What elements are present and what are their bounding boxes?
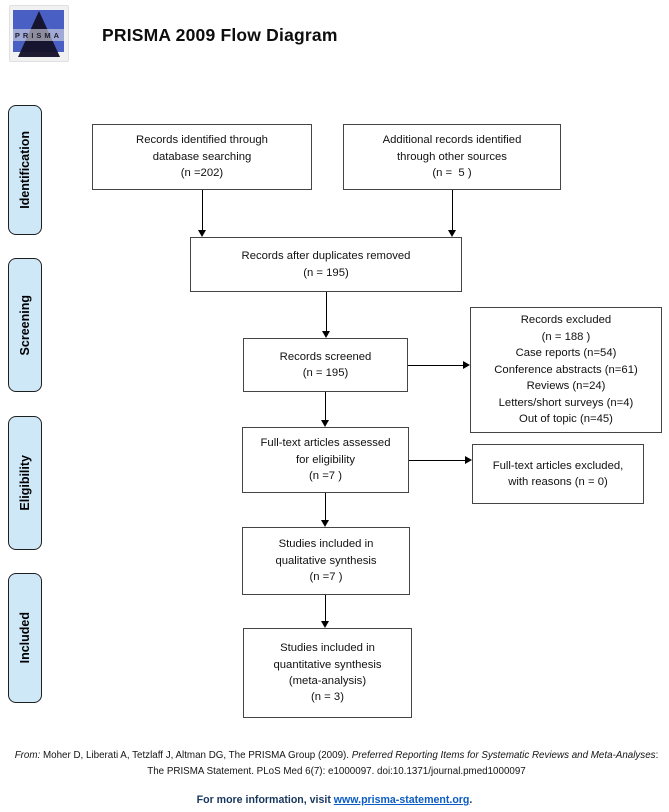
- citation-from-label: From:: [14, 750, 41, 761]
- box-records-screened: Records screened (n = 195): [243, 338, 408, 392]
- box-fulltext-assessed: Full-text articles assessed for eligibil…: [242, 427, 409, 493]
- citation-tail: : The PRISMA Statement. PLoS Med 6(7): e…: [147, 750, 659, 777]
- prisma-logo: PRISMA: [9, 5, 69, 62]
- prisma-statement-link[interactable]: www.prisma-statement.org: [333, 794, 470, 806]
- stage-label-text: Included: [18, 612, 32, 664]
- arrow-screened-to-fulltext: [321, 392, 330, 427]
- stage-label-screening: Screening: [8, 258, 42, 392]
- box-fulltext-excluded: Full-text articles excluded, with reason…: [472, 444, 644, 504]
- arrow-fulltext-to-qualitative: [321, 493, 330, 527]
- more-info-suffix: .: [469, 794, 473, 806]
- box-additional-records: Additional records identified through ot…: [343, 124, 561, 190]
- stage-label-text: Screening: [18, 294, 32, 356]
- stage-label-identification: Identification: [8, 105, 42, 235]
- more-info-line: For more information, visit www.prisma-s…: [0, 794, 669, 806]
- stage-label-text: Identification: [18, 131, 32, 209]
- box-qualitative-included: Studies included in qualitative synthesi…: [242, 527, 410, 595]
- arrow-fulltext-to-excluded: [409, 456, 472, 465]
- citation-title-italic: Preferred Reporting Items for Systematic…: [351, 750, 656, 761]
- stage-label-text: Eligibility: [18, 455, 32, 511]
- box-after-duplicates: Records after duplicates removed (n = 19…: [190, 237, 462, 292]
- arrow-additional-to-duplicates: [448, 190, 457, 237]
- arrow-qualitative-to-quantitative: [321, 595, 330, 628]
- arrow-identified-to-duplicates: [198, 190, 207, 237]
- box-records-excluded: Records excluded (n = 188 ) Case reports…: [470, 307, 662, 433]
- stage-label-included: Included: [8, 573, 42, 703]
- more-info-prefix: For more information, visit: [196, 794, 334, 806]
- box-records-identified: Records identified through database sear…: [92, 124, 312, 190]
- arrow-duplicates-to-screened: [322, 292, 331, 338]
- logo-wordmark: PRISMA: [13, 29, 64, 41]
- citation-text: From: Moher D, Liberati A, Tetzlaff J, A…: [12, 748, 661, 779]
- arrow-screened-to-excluded: [408, 361, 470, 370]
- citation-authors: Moher D, Liberati A, Tetzlaff J, Altman …: [40, 750, 352, 761]
- page-title: PRISMA 2009 Flow Diagram: [102, 25, 338, 45]
- stage-label-eligibility: Eligibility: [8, 416, 42, 550]
- box-quantitative-included: Studies included in quantitative synthes…: [243, 628, 412, 718]
